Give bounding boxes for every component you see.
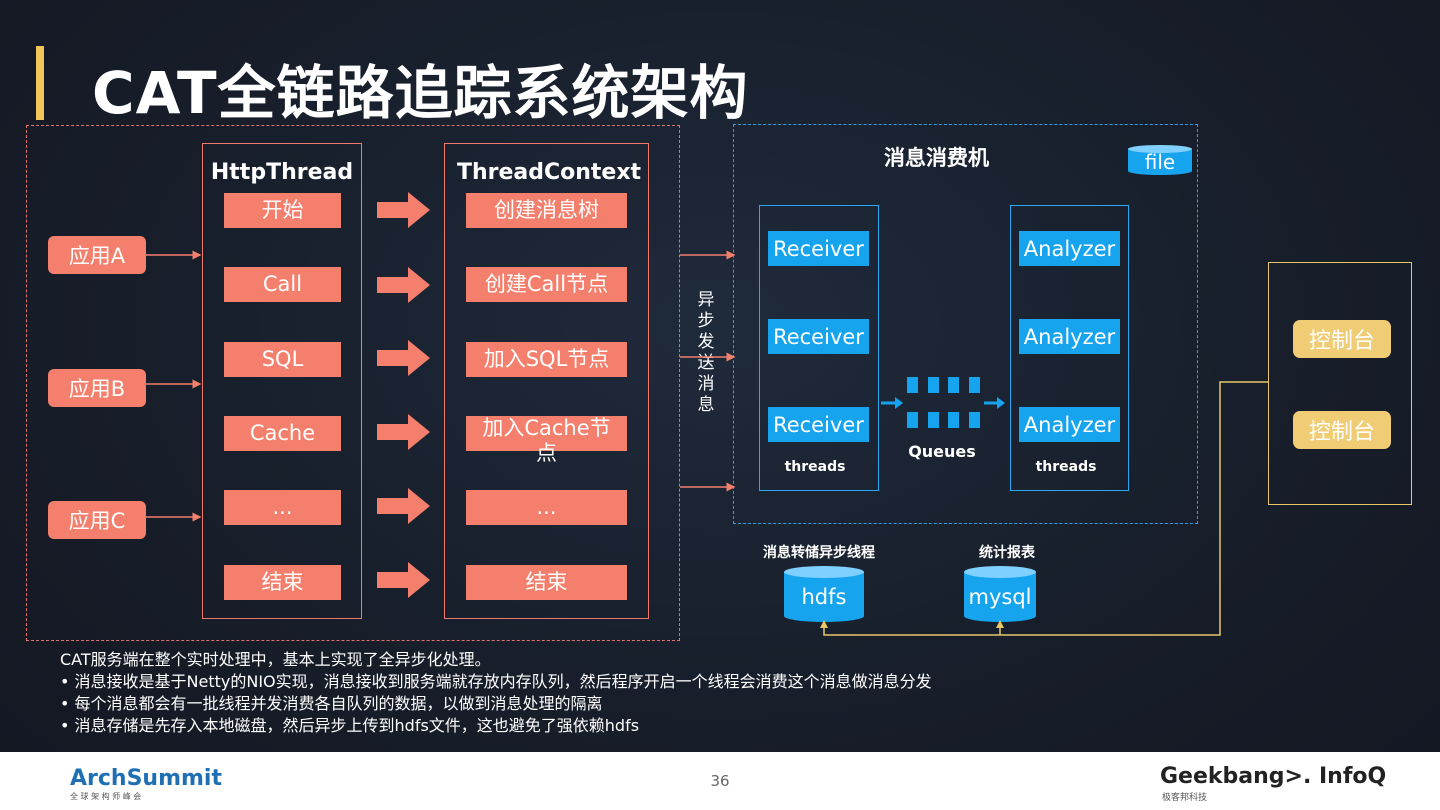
console-storage-connector bbox=[823, 381, 1268, 636]
page-number: 36 bbox=[710, 772, 730, 790]
mysql-label: mysql bbox=[968, 585, 1032, 609]
mysql-cylinder-icon bbox=[964, 566, 1036, 622]
consumer-container bbox=[733, 124, 1198, 524]
context-step-box: 结束 bbox=[466, 565, 627, 600]
queue-out-arrowhead-icon bbox=[997, 397, 1005, 409]
hdfs-label: hdfs bbox=[801, 585, 847, 609]
geekbang-logo-sub: 极客邦科技 bbox=[1162, 793, 1208, 803]
http-step-box: Call bbox=[224, 267, 341, 302]
http-step-box: SQL bbox=[224, 342, 341, 377]
receiver-threads-caption: threads bbox=[784, 459, 846, 475]
receiver-box: Receiver bbox=[768, 407, 869, 442]
context-step-box: ... bbox=[466, 490, 627, 525]
notes-bullet: • 消息接收是基于Netty的NIO实现，消息接收到服务端就存放内存队列，然后程… bbox=[60, 672, 932, 691]
analyzer-box: Analyzer bbox=[1019, 407, 1120, 442]
context-step-box: 创建Call节点 bbox=[466, 267, 627, 302]
mysql-caption: 统计报表 bbox=[979, 545, 1035, 561]
receiver-column bbox=[759, 205, 879, 491]
analyzer-box: Analyzer bbox=[1019, 319, 1120, 354]
hdfs-cylinder-icon bbox=[784, 566, 864, 622]
analyzer-box: Analyzer bbox=[1019, 231, 1120, 266]
console-panel bbox=[1268, 262, 1412, 505]
analyzer-threads-caption: threads bbox=[1035, 459, 1097, 475]
queues-label: Queues bbox=[908, 442, 976, 461]
footer-bar: ArchSummit 全 球 架 构 师 峰 会 36 Geekbang>. I… bbox=[0, 752, 1440, 810]
context-step-box: 加入SQL节点 bbox=[466, 342, 627, 377]
app-a-pill: 应用A bbox=[48, 236, 146, 274]
hdfs-arrowhead-icon bbox=[820, 620, 828, 628]
file-cylinder-icon bbox=[1128, 145, 1192, 175]
mysql-arrowhead-icon bbox=[996, 620, 1004, 628]
http-step-box: Cache bbox=[224, 416, 341, 451]
block-arrow-icon bbox=[377, 267, 430, 303]
async-send-label: 异 步 发 送 消 息 bbox=[697, 290, 715, 415]
block-arrow-icon bbox=[377, 192, 430, 228]
archsummit-logo-sub: 全 球 架 构 师 峰 会 bbox=[70, 792, 142, 801]
file-label: file bbox=[1144, 150, 1176, 174]
http-step-box: 开始 bbox=[224, 193, 341, 228]
notes-block: CAT服务端在整个实时处理中，基本上实现了全异步化处理。 • 消息接收是基于Ne… bbox=[60, 649, 932, 737]
notes-bullet: • 每个消息都会有一批线程并发消费各自队列的数据，以做到消息处理的隔离 bbox=[60, 694, 603, 713]
context-step-box: 创建消息树 bbox=[466, 193, 627, 228]
block-arrow-icon bbox=[377, 340, 430, 376]
thread-context-column bbox=[444, 143, 649, 619]
hdfs-caption: 消息转储异步线程 bbox=[763, 545, 875, 561]
console-button[interactable]: 控制台 bbox=[1293, 320, 1391, 358]
receiver-box: Receiver bbox=[768, 231, 869, 266]
block-arrow-icon bbox=[377, 414, 430, 450]
context-step-box: 加入Cache节点 bbox=[466, 416, 627, 465]
console-button[interactable]: 控制台 bbox=[1293, 411, 1391, 449]
title-accent-bar bbox=[36, 46, 44, 120]
analyzer-column bbox=[1010, 205, 1129, 491]
block-arrows bbox=[377, 192, 430, 598]
receiver-box: Receiver bbox=[768, 319, 869, 354]
http-step-box: 结束 bbox=[224, 565, 341, 600]
notes-bullet: • 消息存储是先存入本地磁盘，然后异步上传到hdfs文件，这也避免了强依赖hdf… bbox=[60, 716, 640, 735]
app-c-pill: 应用C bbox=[48, 501, 146, 539]
page-title: CAT全链路追踪系统架构 bbox=[92, 59, 749, 127]
block-arrow-icon bbox=[377, 562, 430, 598]
geekbang-infoq-logo: Geekbang>. InfoQ bbox=[1160, 764, 1387, 789]
queue-blocks bbox=[907, 377, 980, 428]
thread-context-header: ThreadContext bbox=[456, 160, 642, 185]
http-thread-column bbox=[202, 143, 362, 619]
block-arrow-icon bbox=[377, 488, 430, 524]
archsummit-logo: ArchSummit bbox=[70, 766, 222, 791]
queue-in-arrowhead-icon bbox=[895, 397, 903, 409]
http-step-box: ... bbox=[224, 490, 341, 525]
http-thread-header: HttpThread bbox=[210, 160, 354, 185]
consumer-title: 消息消费机 bbox=[884, 146, 989, 170]
app-b-pill: 应用B bbox=[48, 369, 146, 407]
client-side-container bbox=[26, 125, 680, 641]
notes-intro: CAT服务端在整个实时处理中，基本上实现了全异步化处理。 bbox=[60, 650, 491, 669]
